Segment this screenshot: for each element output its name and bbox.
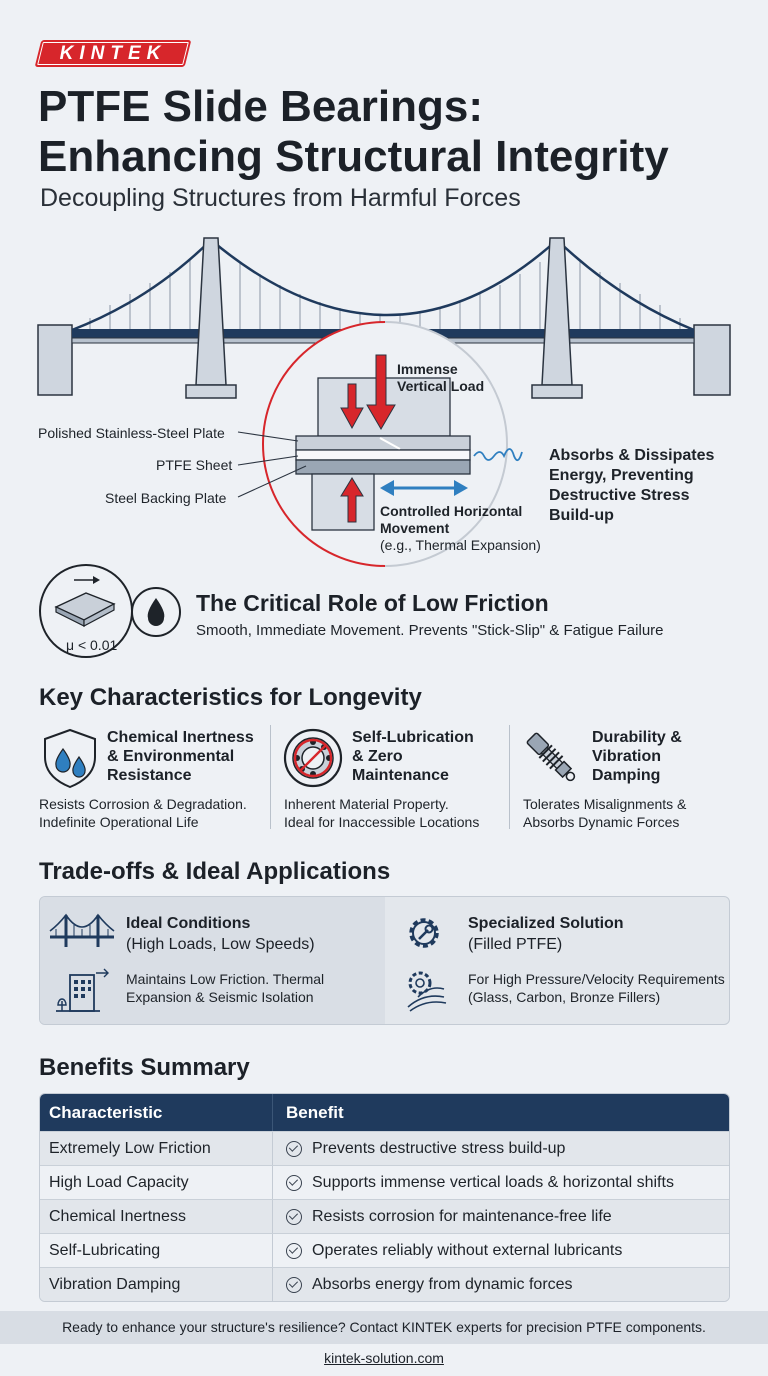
left-abutment (37, 324, 73, 396)
table-row: Vibration Damping Absorbs energy from dy… (40, 1267, 729, 1301)
stainless-plate-label: Polished Stainless-Steel Plate (38, 425, 225, 441)
table-cell: Chemical Inertness (49, 1207, 186, 1225)
check-circle-icon (286, 1242, 302, 1259)
divider (509, 725, 510, 829)
tradeoffs-panel: Ideal Conditions (High Loads, Low Speeds… (39, 896, 730, 1025)
shock-absorber-icon (526, 732, 576, 782)
key-characteristics-heading: Key Characteristics for Longevity (39, 684, 422, 711)
left-tower (195, 237, 227, 386)
table-cell: Prevents destructive stress build-up (272, 1132, 729, 1165)
right-cable (556, 239, 695, 332)
page-title: PTFE Slide Bearings: Enhancing Structura… (38, 82, 669, 182)
call-to-action: Ready to enhance your structure's resili… (0, 1311, 768, 1344)
benefits-heading: Benefits Summary (39, 1054, 250, 1081)
table-cell: Vibration Damping (49, 1275, 181, 1293)
table-row: Self-Lubricating Operates reliably witho… (40, 1233, 729, 1267)
special-subtitle: (Filled PTFE) (468, 936, 563, 953)
divider (270, 725, 271, 829)
website-link[interactable]: kintek-solution.com (324, 1350, 444, 1366)
brand-logo-text: KINTEK (59, 43, 167, 64)
table-cell: Resists corrosion for maintenance-free l… (272, 1200, 729, 1233)
check-circle-icon (286, 1276, 302, 1293)
detail-circle-grey (384, 321, 508, 567)
column-header: Characteristic (49, 1102, 163, 1122)
ideal-title: Ideal Conditions (126, 915, 251, 932)
table-cell: Operates reliably without external lubri… (272, 1234, 729, 1267)
building-icon (56, 968, 109, 1012)
backing-plate-label: Steel Backing Plate (105, 490, 227, 506)
no-oil-bearing-icon (283, 728, 343, 788)
tradeoffs-heading: Trade-offs & Ideal Applications (39, 858, 391, 885)
friction-coefficient: μ < 0.01 (66, 637, 118, 653)
table-row: Extremely Low Friction Prevents destruct… (40, 1131, 729, 1165)
table-row: High Load Capacity Supports immense vert… (40, 1165, 729, 1199)
kc-chemical-desc: Resists Corrosion & Degradation.Indefini… (39, 796, 247, 830)
shield-drops-icon (44, 728, 96, 789)
kc-durability-desc: Tolerates Misalignments &Absorbs Dynamic… (523, 796, 687, 830)
vertical-load-arrows (340, 354, 396, 523)
title-line-1: PTFE Slide Bearings: (38, 82, 483, 131)
right-abutment (693, 324, 731, 396)
table-row: Chemical Inertness Resists corrosion for… (40, 1199, 729, 1233)
table-cell: Absorbs energy from dynamic forces (272, 1268, 729, 1301)
lower-support (311, 473, 375, 531)
column-header: Benefit (272, 1094, 729, 1131)
left-cable (71, 239, 212, 332)
stainless-steel-plate (295, 435, 471, 451)
table-cell: Self-Lubricating (49, 1241, 161, 1259)
check-circle-icon (286, 1140, 302, 1157)
table-cell: Extremely Low Friction (49, 1139, 211, 1157)
benefits-table: Characteristic Benefit Extremely Low Fri… (39, 1093, 730, 1302)
low-friction-title: The Critical Role of Low Friction (196, 590, 549, 616)
gear-wrench-icon (409, 918, 439, 948)
check-circle-icon (286, 1174, 302, 1191)
table-cell: Supports immense vertical loads & horizo… (272, 1166, 729, 1199)
title-line-2: Enhancing Structural Integrity (38, 132, 669, 181)
page-subtitle: Decoupling Structures from Harmful Force… (40, 184, 521, 212)
low-friction-subtitle: Smooth, Immediate Movement. Prevents "St… (196, 622, 664, 639)
bridge-hangers (89, 260, 681, 330)
bridge-bearing-diagram (37, 237, 731, 567)
ptfe-sheet-label: PTFE Sheet (156, 457, 233, 473)
special-description: For High Pressure/Velocity Requirements(… (468, 971, 725, 1005)
right-tower (541, 237, 573, 386)
ptfe-sheet (295, 449, 471, 461)
horizontal-movement-arrow (380, 480, 468, 496)
check-circle-icon (286, 1208, 302, 1225)
gear-fibers-icon (407, 971, 447, 1012)
special-title: Specialized Solution (468, 915, 624, 932)
detail-circle-red (262, 321, 386, 567)
low-friction-icon (39, 564, 181, 658)
energy-wave-icon (473, 448, 523, 462)
bridge-icon (49, 913, 115, 947)
table-header: Characteristic Benefit (40, 1094, 729, 1131)
main-cable (210, 239, 558, 317)
kc-lubrication-desc: Inherent Material Property.Ideal for Ina… (284, 796, 480, 830)
table-cell: High Load Capacity (49, 1173, 189, 1191)
ideal-subtitle: (High Loads, Low Speeds) (126, 936, 315, 953)
table-body: Extremely Low Friction Prevents destruct… (40, 1131, 729, 1301)
steel-backing-plate (295, 459, 471, 475)
